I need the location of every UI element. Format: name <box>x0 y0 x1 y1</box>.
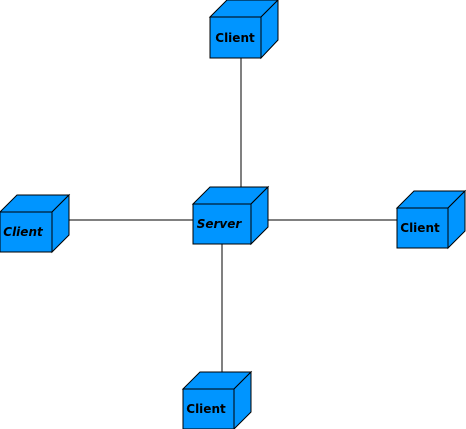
server-node[interactable]: Server <box>191 185 270 246</box>
client-left-label: Client <box>3 225 44 239</box>
client-bottom-node[interactable]: Client <box>181 370 253 429</box>
client-left-node[interactable]: Client <box>0 193 71 254</box>
client-top-label: Client <box>215 31 255 45</box>
edges <box>69 58 397 373</box>
client-right-node[interactable]: Client <box>395 189 466 250</box>
client-bottom-label: Client <box>186 402 226 416</box>
client-top-node[interactable]: Client <box>208 0 279 60</box>
server-label: Server <box>197 217 243 231</box>
client-right-label: Client <box>400 221 440 235</box>
